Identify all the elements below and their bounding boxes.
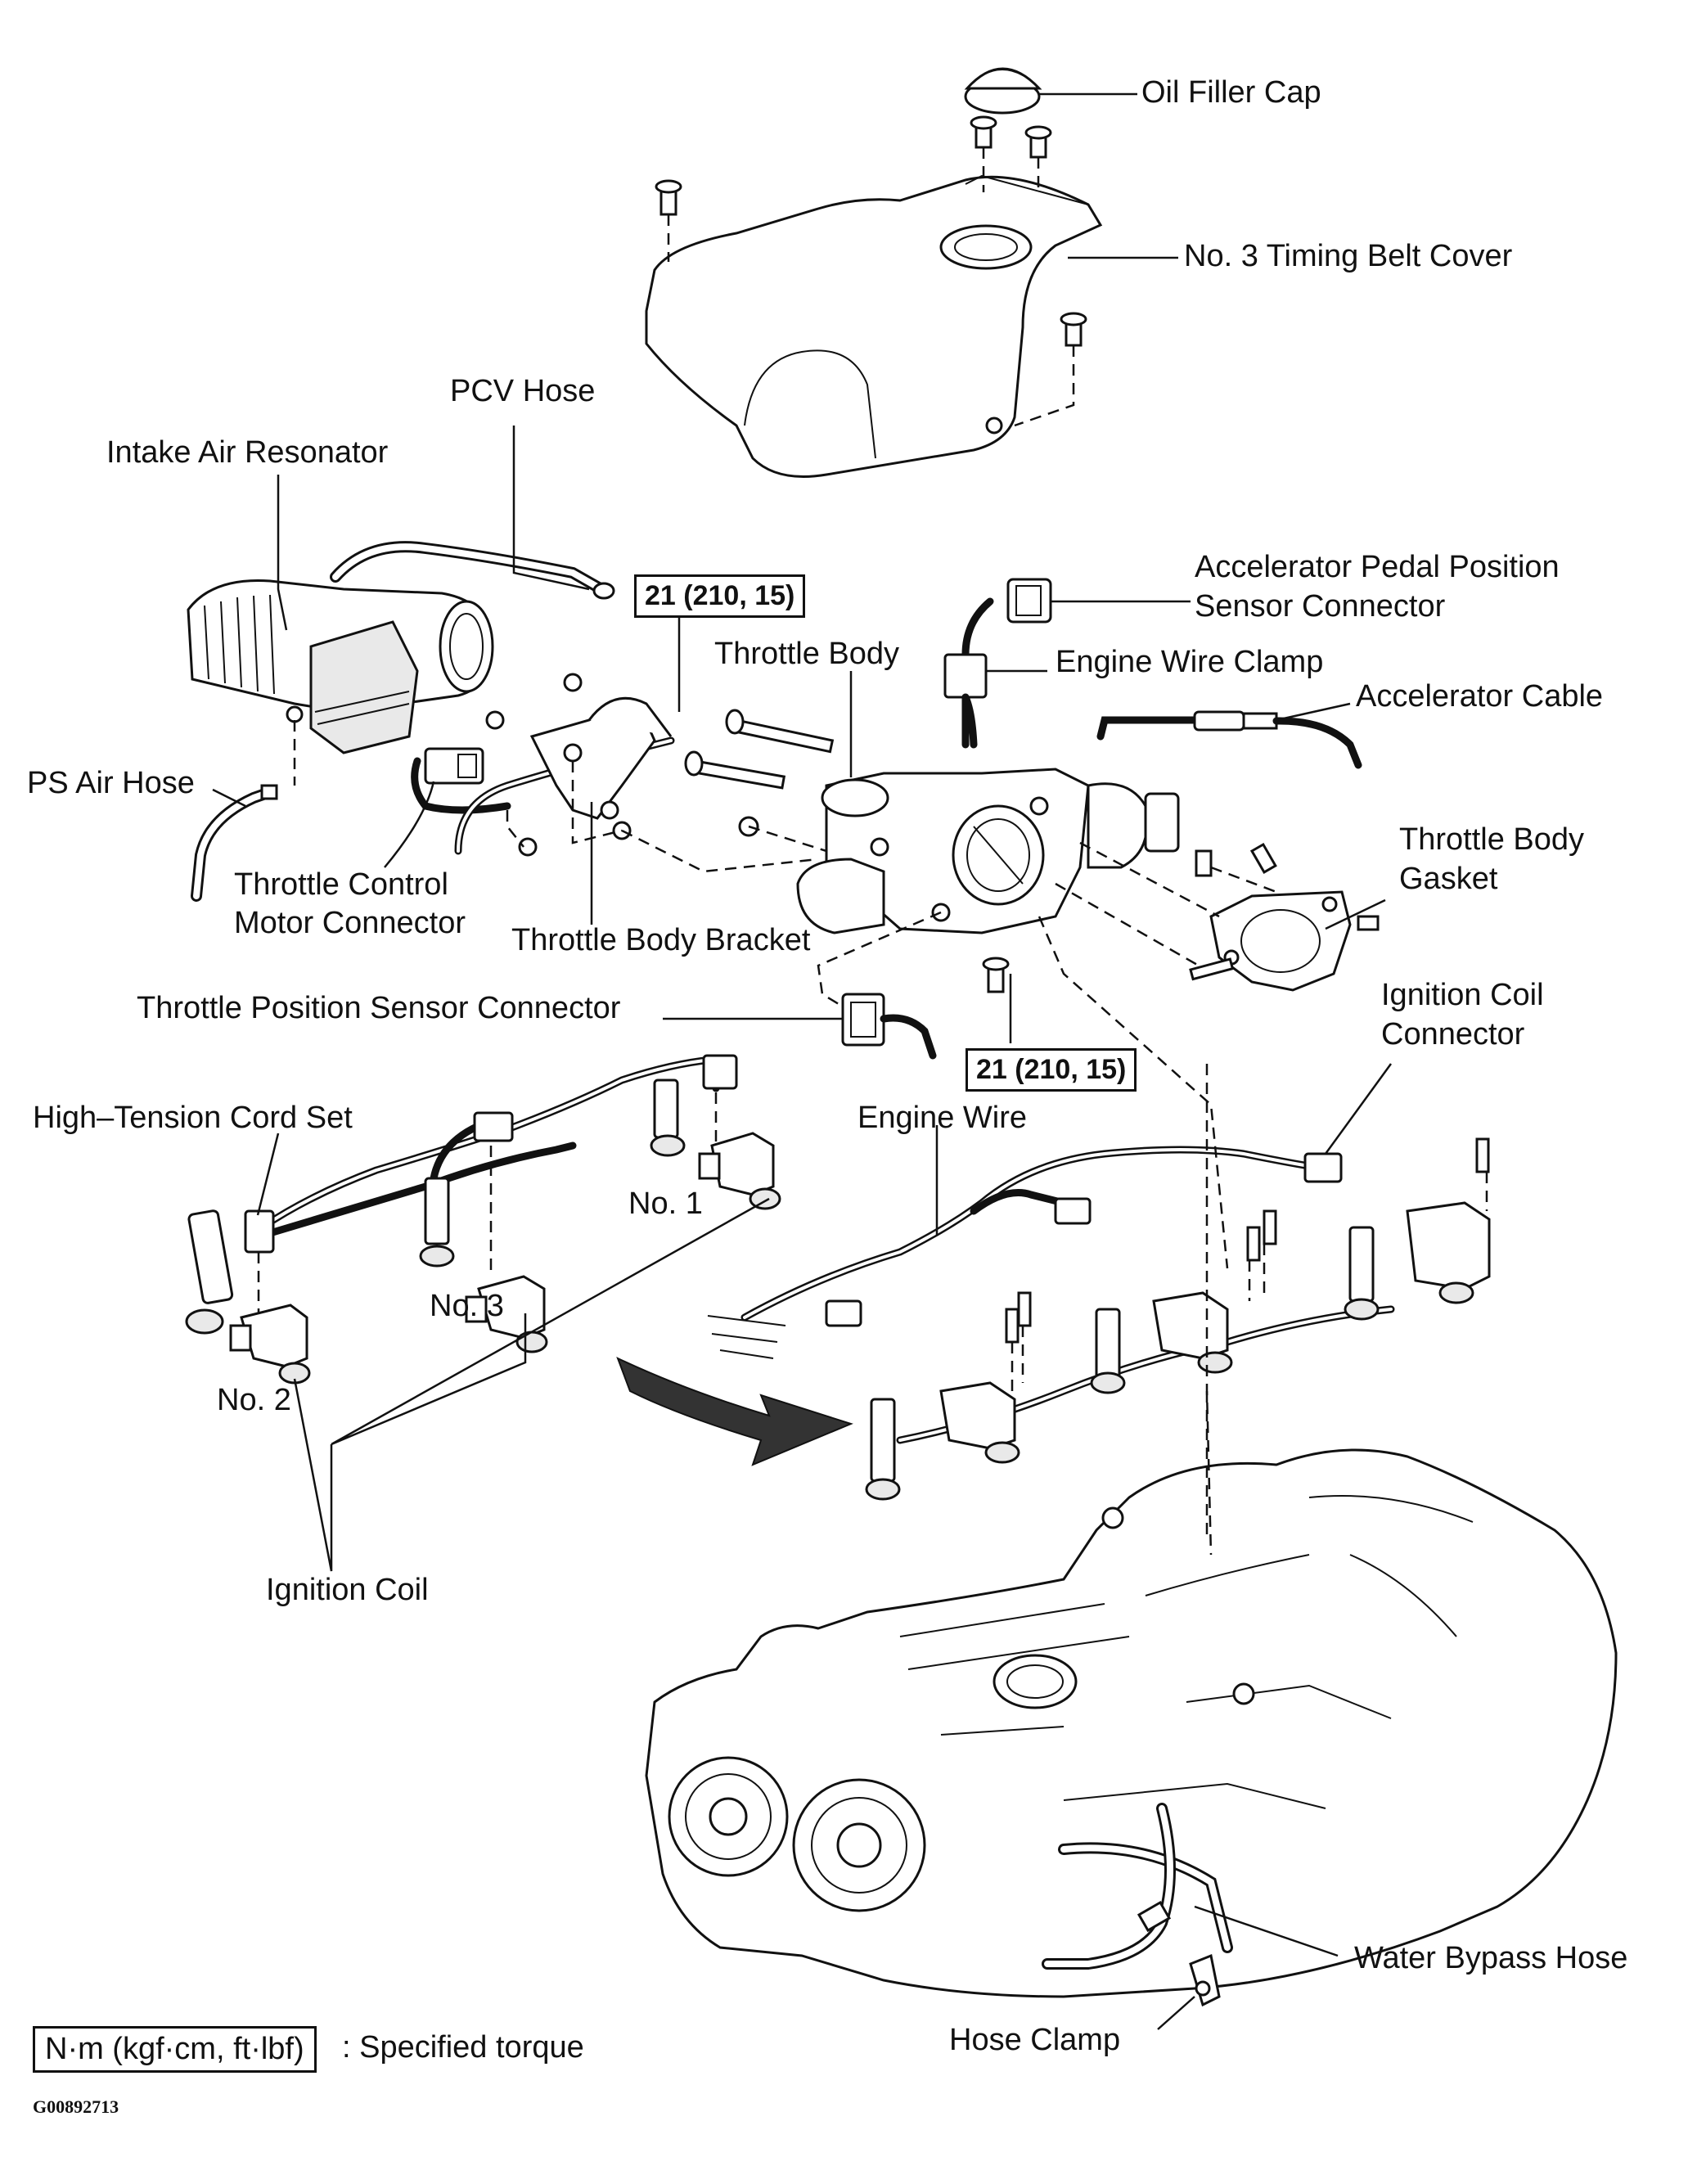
- throttle-body-bolts: [684, 709, 1277, 993]
- label-throttle-body: Throttle Body: [714, 637, 899, 671]
- label-engine-wire-clamp: Engine Wire Clamp: [1056, 645, 1324, 679]
- legend-unit-box: N·m (kgf·cm, ft·lbf): [33, 2026, 317, 2073]
- label-no-3: No. 3: [430, 1289, 504, 1323]
- ps-air-hose-part: [191, 784, 278, 902]
- accelerator-pedal-sensor-connector-part: [943, 578, 1052, 749]
- throttle-control-motor-connector-part: [411, 736, 675, 855]
- throttle-body-gasket-part: [1189, 890, 1380, 992]
- water-bypass-hose-part: [1042, 1803, 1176, 1970]
- label-ignition-coil-connector-line1: Ignition Coil: [1381, 978, 1544, 1012]
- label-engine-wire: Engine Wire: [858, 1101, 1027, 1135]
- label-timing-belt-cover: No. 3 Timing Belt Cover: [1184, 239, 1513, 273]
- label-throttle-body-bracket: Throttle Body Bracket: [511, 923, 811, 957]
- label-accelerator-cable: Accelerator Cable: [1356, 679, 1604, 714]
- throttle-body-part: [796, 768, 1180, 934]
- label-ps-air-hose: PS Air Hose: [27, 766, 195, 800]
- hose-clamp-part: [1189, 1953, 1221, 2007]
- label-accel-pedal-sensor-connector-line1: Accelerator Pedal Position: [1195, 550, 1560, 584]
- label-throttle-control-motor-connector-line2: Motor Connector: [234, 906, 466, 940]
- alignment-lines: [257, 147, 1488, 1556]
- label-throttle-body-gasket-line1: Throttle Body: [1399, 822, 1584, 857]
- ignition-coils-installed: [865, 1137, 1491, 1501]
- label-ignition-coil: Ignition Coil: [266, 1573, 429, 1607]
- label-no-1: No. 1: [628, 1187, 703, 1221]
- label-ignition-coil-connector-line2: Connector: [1381, 1017, 1525, 1051]
- label-throttle-position-sensor-connector: Throttle Position Sensor Connector: [137, 991, 621, 1025]
- leader-lines: [212, 92, 1393, 2030]
- label-throttle-body-gasket-line2: Gasket: [1399, 862, 1498, 896]
- timing-belt-cover-part: [645, 174, 1103, 478]
- label-accel-pedal-sensor-connector-line2: Sensor Connector: [1195, 589, 1446, 624]
- label-oil-filler-cap: Oil Filler Cap: [1141, 75, 1321, 110]
- engine-wire-part: [740, 1146, 1343, 1327]
- label-no-2: No. 2: [217, 1383, 291, 1417]
- ignition-coils-left: [229, 1132, 781, 1385]
- high-tension-cord-set-part: [185, 1054, 738, 1335]
- label-high-tension-cord-set: High–Tension Cord Set: [33, 1101, 353, 1135]
- oil-filler-cap-part: [964, 67, 1042, 115]
- accelerator-cable-part: [1096, 710, 1362, 769]
- label-pcv-hose: PCV Hose: [450, 374, 596, 408]
- pcv-hose-part: [330, 541, 615, 600]
- throttle-position-sensor-connector-part: [841, 993, 937, 1060]
- legend-description: : Specified torque: [342, 2030, 584, 2065]
- cover-bolts: [655, 115, 1087, 347]
- label-intake-air-resonator: Intake Air Resonator: [106, 435, 389, 470]
- torque-spec-lower: 21 (210, 15): [966, 1048, 1137, 1092]
- throttle-body-bracket-part: [485, 673, 673, 857]
- assembly-arrow: [616, 1315, 853, 1466]
- label-throttle-control-motor-connector-line1: Throttle Control: [234, 867, 448, 902]
- engine-block-part: [645, 1448, 1618, 1998]
- label-water-bypass-hose: Water Bypass Hose: [1354, 1941, 1628, 1975]
- torque-spec-upper: 21 (210, 15): [634, 574, 806, 618]
- intake-air-resonator-part: [187, 579, 494, 754]
- figure-id: G00892713: [33, 2096, 119, 2117]
- label-hose-clamp: Hose Clamp: [949, 2023, 1121, 2057]
